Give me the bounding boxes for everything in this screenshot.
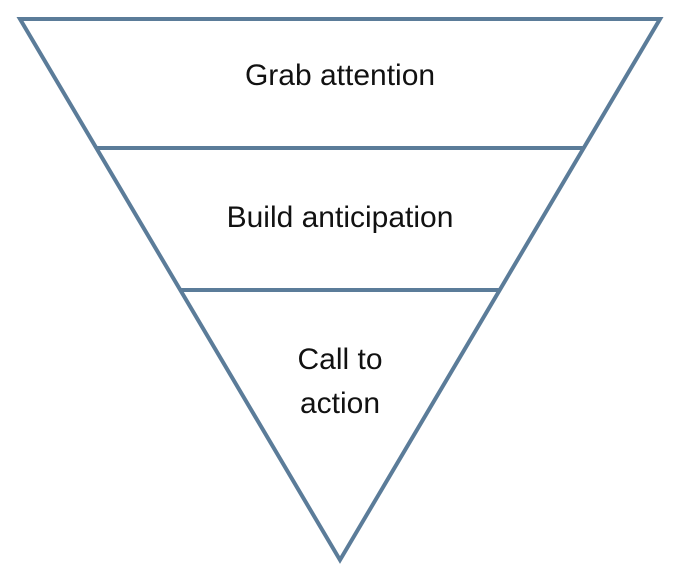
stage-label-build-anticipation: Build anticipation [226, 201, 454, 234]
stage-label-call-to-action: Call to action [297, 343, 383, 420]
stage-label-grab-attention: Grab attention [244, 59, 436, 92]
